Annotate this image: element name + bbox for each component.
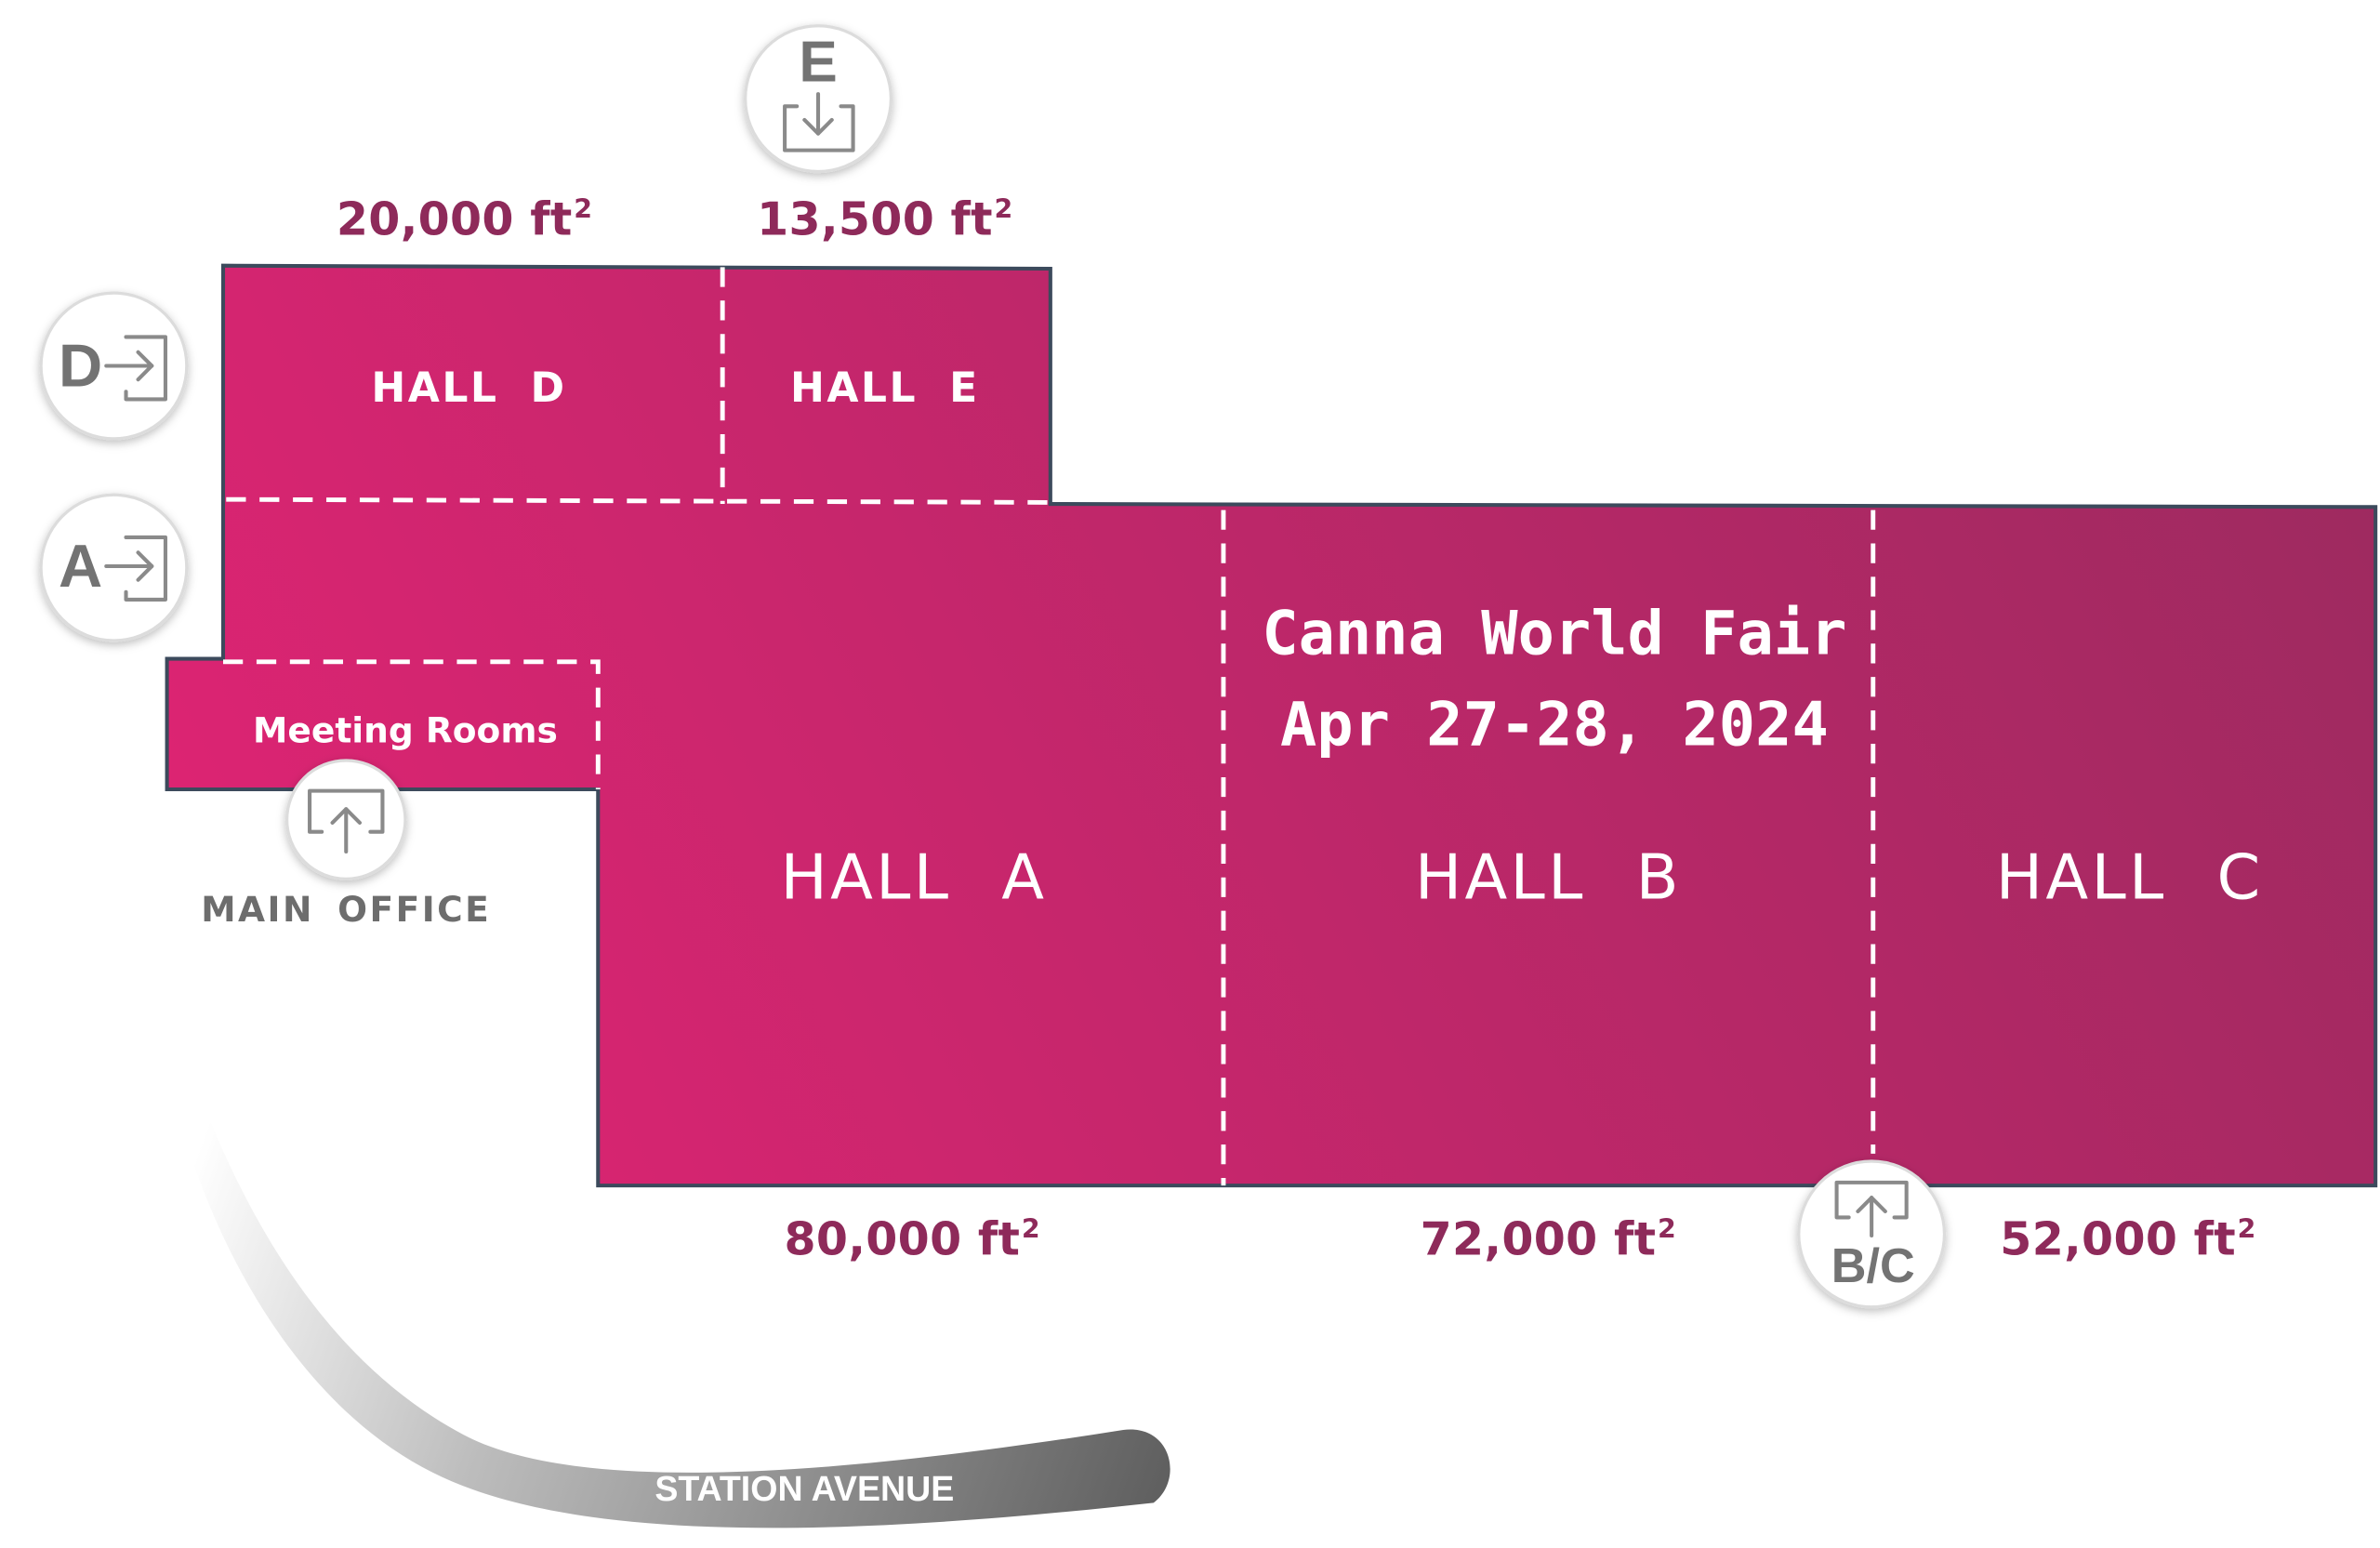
hall-d-label[interactable]: HALL D bbox=[371, 364, 567, 413]
hall-e-area: 13,500 ft2 bbox=[757, 193, 1013, 247]
arrow-right-into-box-icon bbox=[104, 335, 168, 402]
event-title: Canna World Fair bbox=[1262, 599, 1847, 670]
hall-a-area: 80,000 ft2 bbox=[784, 1213, 1040, 1267]
entrance-bc-marker[interactable] bbox=[1797, 1159, 1947, 1309]
meeting-rooms-label[interactable]: Meeting Rooms bbox=[253, 711, 558, 752]
hall-c-label[interactable]: HALL C bbox=[1995, 840, 2264, 914]
entrance-bc-letter: B/C bbox=[1831, 1237, 1915, 1293]
arrow-down-into-tray-icon bbox=[783, 92, 855, 152]
station-avenue-road bbox=[185, 1107, 1170, 1528]
entrance-a-marker[interactable] bbox=[39, 493, 189, 642]
arrow-up-out-of-box-icon bbox=[308, 788, 385, 853]
hall-a-label[interactable]: HALL A bbox=[780, 840, 1048, 914]
hall-b-area: 72,000 ft2 bbox=[1420, 1213, 1677, 1267]
hall-b-label[interactable]: HALL B bbox=[1414, 840, 1682, 914]
event-info: Canna World Fair Apr 27-28, 2024 bbox=[1262, 589, 1846, 771]
building-footprint bbox=[165, 263, 2378, 1188]
arrow-right-into-box-icon bbox=[104, 535, 168, 602]
entrance-d-letter: D bbox=[58, 333, 103, 401]
hall-e-label[interactable]: HALL E bbox=[790, 364, 980, 413]
meeting-rooms-outline bbox=[223, 659, 601, 790]
station-avenue-label: STATION AVENUE bbox=[654, 1468, 955, 1509]
entrance-a-letter: A bbox=[58, 533, 103, 601]
arrow-up-out-of-box-icon bbox=[1834, 1180, 1909, 1238]
hall-c-area: 52,000 ft2 bbox=[2000, 1213, 2256, 1267]
hall-d-area: 20,000 ft2 bbox=[336, 193, 593, 247]
divider-de-a bbox=[226, 496, 1051, 505]
main-office-entrance-marker[interactable] bbox=[284, 759, 407, 880]
entrance-e-marker[interactable] bbox=[744, 24, 893, 174]
entrance-e-letter: E bbox=[799, 31, 838, 96]
entrance-d-marker[interactable] bbox=[39, 291, 189, 441]
event-dates: Apr 27-28, 2024 bbox=[1279, 690, 1829, 761]
main-office-label: MAIN OFFICE bbox=[201, 891, 492, 931]
